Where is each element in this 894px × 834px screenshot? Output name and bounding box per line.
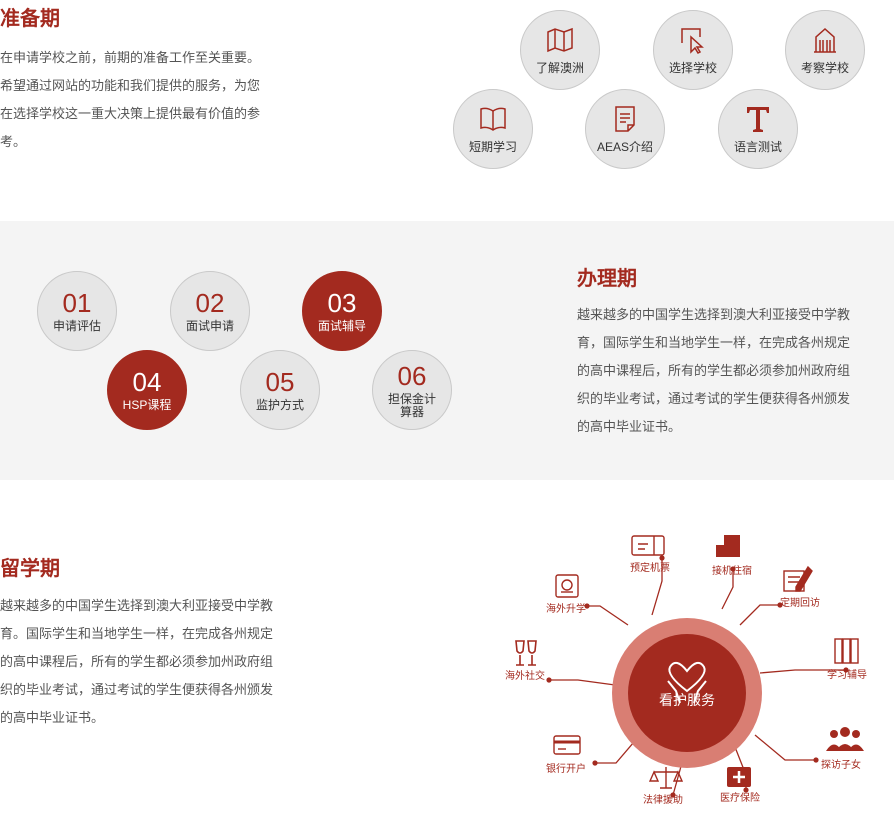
service-label: 预定机票 [630, 561, 670, 574]
prep-item-label: 选择学校 [668, 60, 717, 75]
service-medical-insurance[interactable]: 医疗保险 [720, 767, 760, 804]
process-description: 越来越多的中国学生选择到澳大利亚接受中学教育，国际学生和当地学生一样，在完成各州… [577, 307, 851, 434]
prep-item-australia[interactable]: 了解澳洲 [520, 10, 600, 90]
process-step-04[interactable]: 04 HSP课程 [107, 350, 187, 430]
service-label: 学习辅导 [827, 668, 867, 681]
connector-dots [546, 555, 849, 798]
process-section-title: 办理期 [577, 268, 637, 290]
prep-item-label: 短期学习 [468, 139, 517, 154]
service-label: 医疗保险 [720, 791, 760, 804]
book-icon [480, 107, 506, 131]
notebook-pen-icon [783, 565, 813, 592]
service-label: 海外升学 [546, 602, 586, 615]
service-label: 银行开户 [546, 762, 586, 775]
service-label: 接机住宿 [712, 564, 752, 577]
study-section-title: 留学期 [0, 558, 60, 580]
prep-section-title: 准备期 [0, 8, 60, 30]
service-legal-aid[interactable]: 法律援助 [643, 767, 684, 806]
building-icon [814, 27, 836, 53]
step-number: 03 [327, 288, 357, 318]
binders-icon [834, 638, 859, 664]
text-t-icon [747, 106, 769, 132]
wine-glasses-icon [515, 640, 537, 666]
service-bank-account[interactable]: 银行开户 [546, 735, 586, 775]
service-label: 法律援助 [643, 793, 683, 806]
ticket-icon [631, 535, 665, 556]
center-label: 看护服务 [659, 692, 715, 708]
service-social[interactable]: 海外社交 [505, 640, 545, 682]
prep-item-language-test[interactable]: 语言测试 [718, 89, 798, 169]
step-label: 申请评估 [52, 319, 101, 333]
service-pickup-hotel[interactable]: 接机住宿 [712, 535, 752, 577]
step-label: HSP课程 [122, 398, 172, 412]
service-further-study[interactable]: 海外升学 [546, 574, 586, 615]
heart-hands-icon [667, 661, 707, 704]
medical-kit-icon [727, 767, 751, 787]
prep-item-label: AEAS介绍 [596, 139, 654, 154]
service-tutoring[interactable]: 学习辅导 [827, 638, 867, 681]
step-label: 面试辅导 [317, 319, 366, 333]
bank-card-icon [553, 735, 581, 755]
prep-item-label: 考察学校 [800, 60, 849, 75]
service-visit-children[interactable]: 探访子女 [821, 727, 864, 771]
prep-item-visit-school[interactable]: 考察学校 [785, 10, 865, 90]
step-number: 02 [195, 288, 225, 318]
step-label: 监护方式 [255, 398, 304, 412]
scales-icon [648, 767, 684, 789]
hotel-icon [716, 535, 740, 557]
study-description: 越来越多的中国学生选择到澳大利亚接受中学教育。国际学生和当地学生一样，在完成各州… [0, 598, 274, 725]
step-label: 面试申请 [185, 319, 234, 333]
step-number: 06 [397, 360, 427, 391]
prep-item-choose-school[interactable]: 选择学校 [653, 10, 733, 90]
process-step-03[interactable]: 03 面试辅导 [302, 271, 382, 351]
process-step-02[interactable]: 02 面试申请 [170, 271, 250, 351]
cursor-select-icon [681, 27, 704, 54]
step-number: 01 [62, 288, 92, 318]
service-regular-visit[interactable]: 定期回访 [780, 565, 820, 609]
people-icon [826, 727, 864, 751]
document-icon [615, 105, 635, 132]
process-step-06[interactable]: 06 担保金计算器 [372, 350, 452, 430]
care-services-diagram: 看护服务 预定机票 接机住宿 定期回访 学习辅导 探访子女 [505, 535, 867, 806]
step-number: 05 [265, 367, 295, 397]
prep-item-short-study[interactable]: 短期学习 [453, 89, 533, 169]
service-label: 海外社交 [505, 669, 545, 682]
passport-icon [555, 574, 579, 598]
step-number: 04 [132, 367, 162, 397]
prep-item-label: 语言测试 [733, 139, 782, 154]
step-label: 担保金计算器 [387, 391, 436, 419]
service-label: 定期回访 [780, 596, 820, 609]
map-icon [547, 27, 573, 52]
process-step-05[interactable]: 05 监护方式 [240, 350, 320, 430]
prep-item-aeas[interactable]: AEAS介绍 [585, 89, 665, 169]
service-book-tickets[interactable]: 预定机票 [630, 535, 670, 574]
process-step-01[interactable]: 01 申请评估 [37, 271, 117, 351]
center-circle[interactable] [628, 634, 746, 752]
service-label: 探访子女 [821, 758, 861, 771]
prep-description: 在申请学校之前，前期的准备工作至关重要。希望通过网站的功能和我们提供的服务，为您… [0, 50, 261, 149]
prep-item-label: 了解澳洲 [535, 60, 584, 75]
